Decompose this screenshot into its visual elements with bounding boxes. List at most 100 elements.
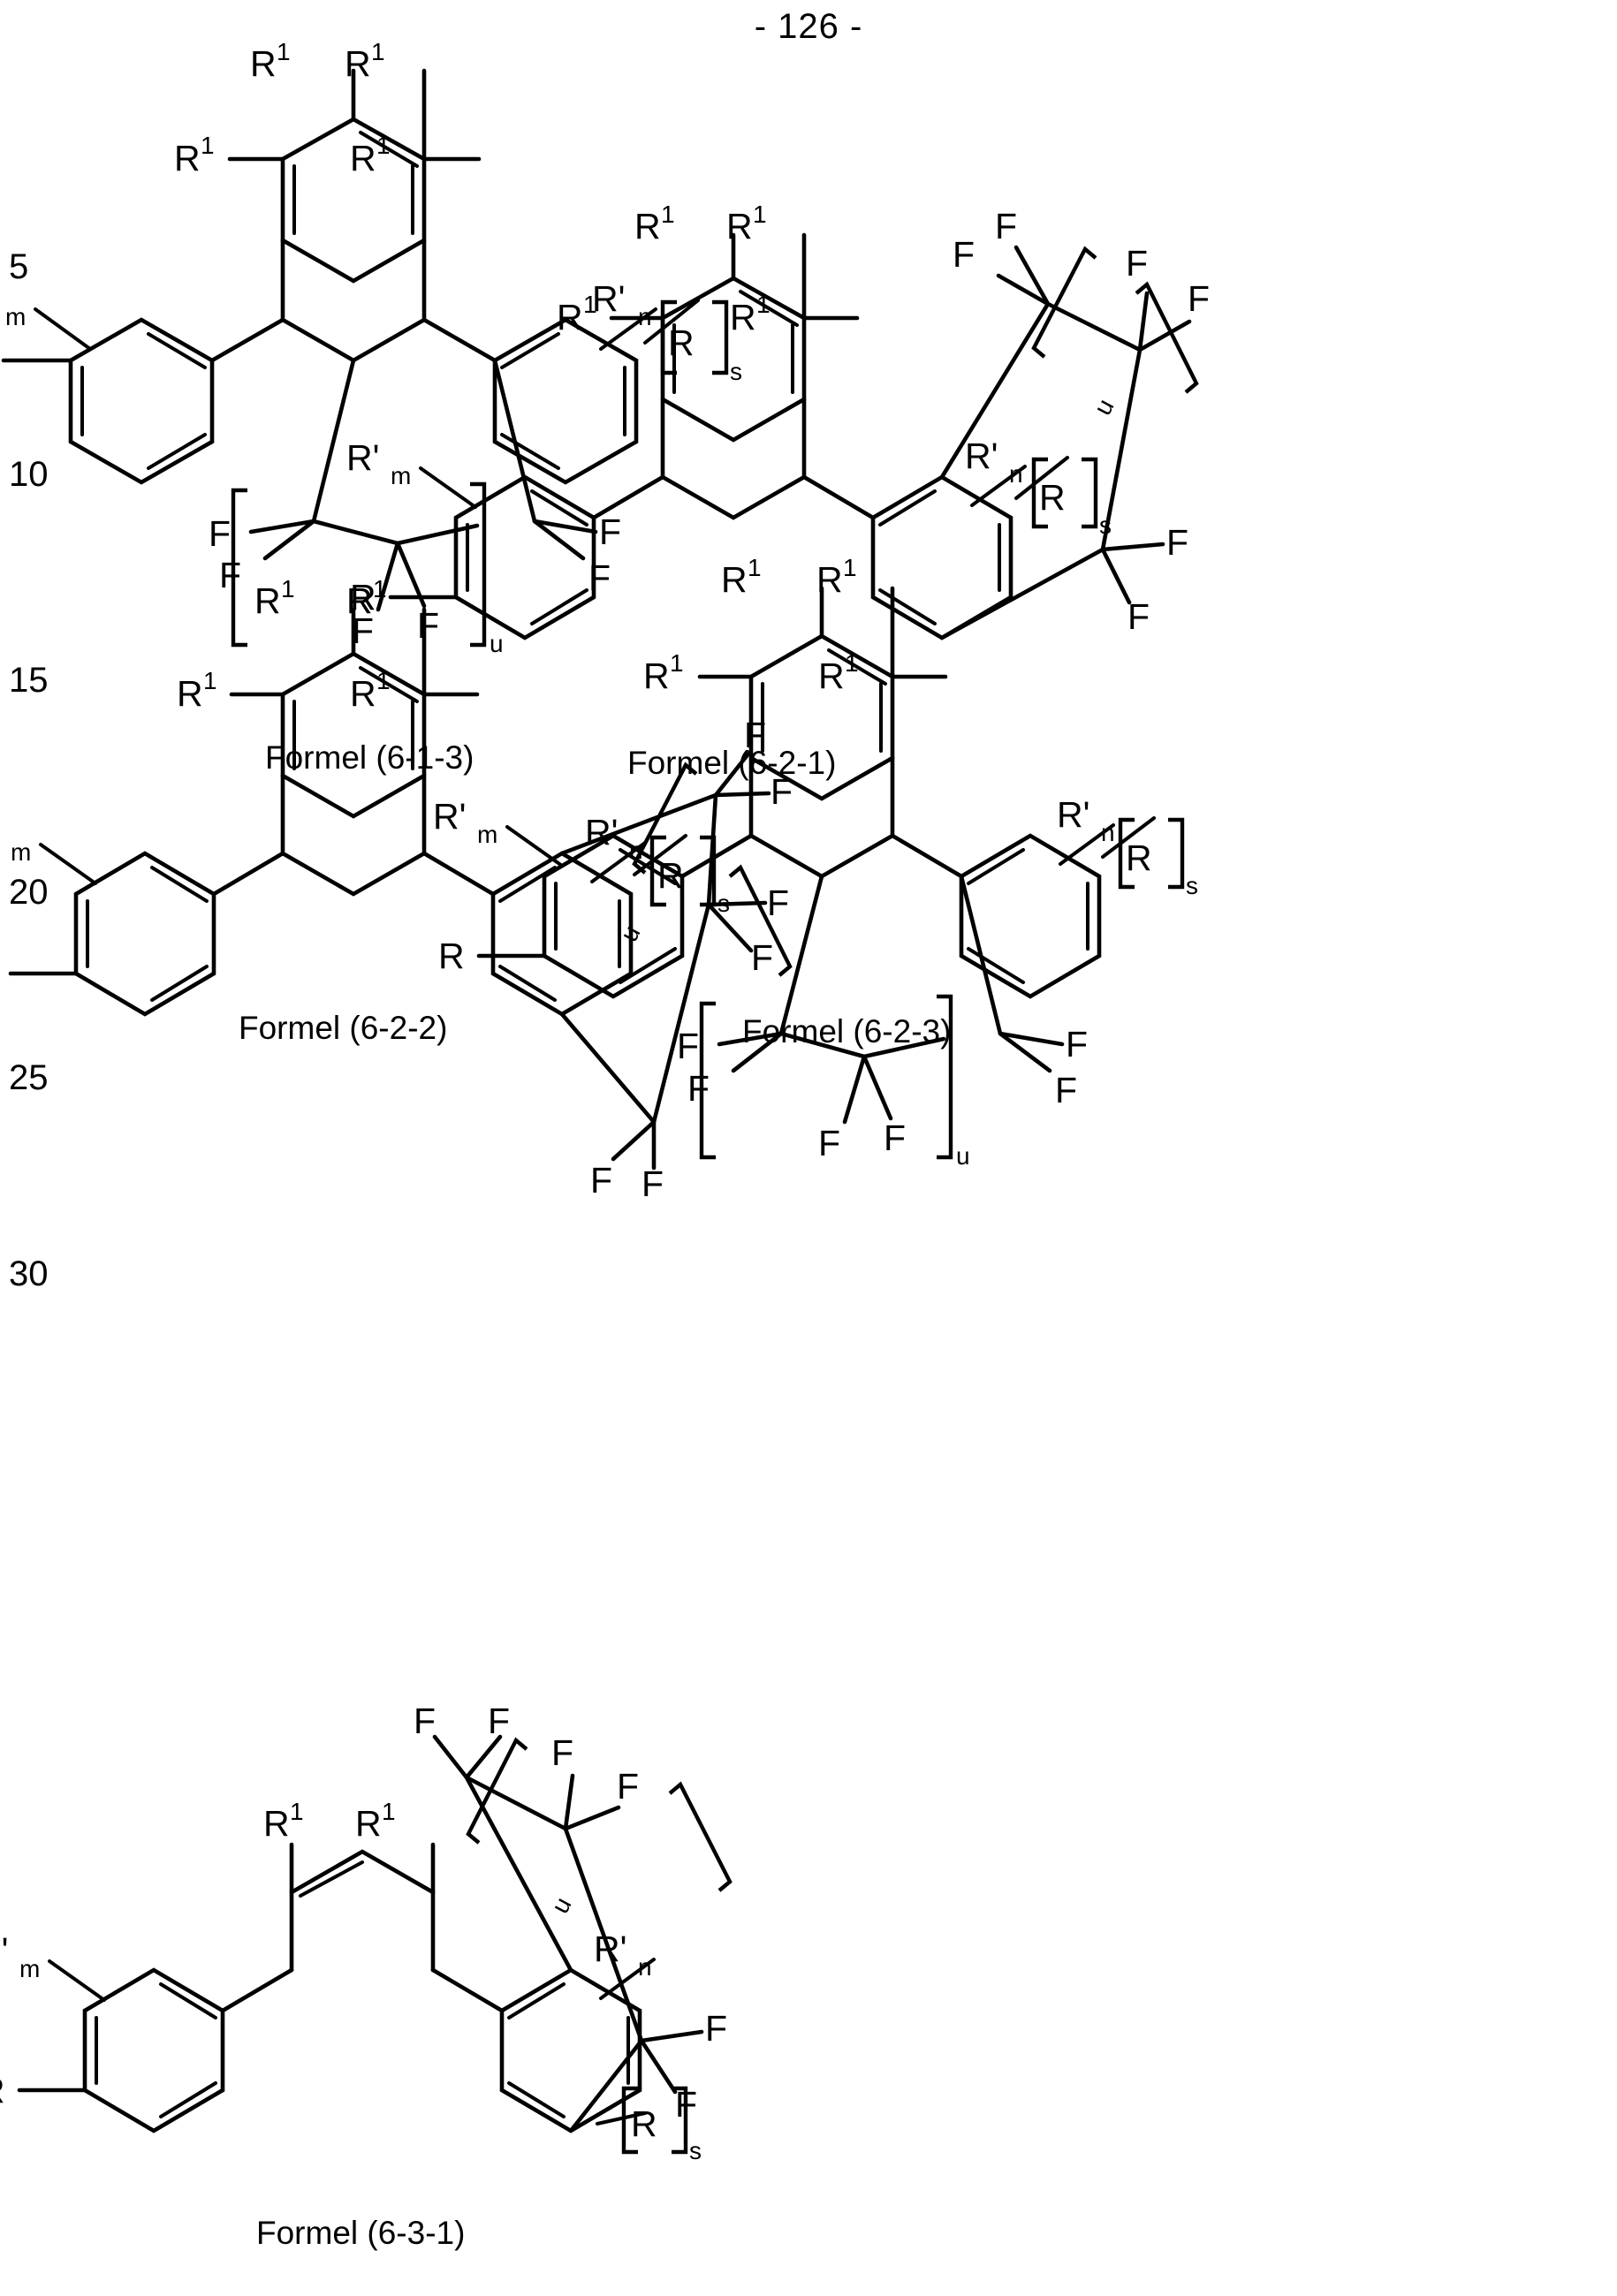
f-left-upper: F bbox=[677, 1026, 699, 1066]
r1-top-right-label: R bbox=[345, 43, 371, 84]
caption-formel-6-2-2: Formel (6-2-2) bbox=[239, 1010, 447, 1046]
f-e: F bbox=[705, 2008, 727, 2049]
structure-formel-6-1-3: R 1 R 1 R 1 R 1 R' m R R' n bbox=[1, 38, 769, 822]
r1-top-right-label: R bbox=[816, 559, 843, 600]
r1-top-left-label: R bbox=[634, 206, 661, 246]
r1-mid-left-sup: 1 bbox=[583, 291, 597, 318]
bracket-r-label: R bbox=[1039, 477, 1066, 518]
structure-formel-6-3-1: R 1 R 1 R' m R R' n R s F F bbox=[0, 1701, 857, 2279]
f-e: F bbox=[590, 1160, 612, 1201]
r1-mid-right: R 1 bbox=[818, 649, 948, 696]
right-aromatic-ring: R' n bbox=[492, 278, 657, 485]
rprime-m-sub: m bbox=[11, 838, 31, 866]
bracket-r-s: R s bbox=[1014, 456, 1112, 539]
rprime-m-sub: m bbox=[19, 1955, 40, 1982]
r1-mid-left: R 1 bbox=[643, 649, 754, 696]
r1-mid-right-label: R bbox=[350, 673, 376, 714]
chain-linkers bbox=[311, 358, 537, 524]
r1-mid-left-sup: 1 bbox=[203, 667, 217, 694]
r1-mid-right-sup: 1 bbox=[756, 291, 771, 318]
fluorocarbon-chain: F F F F F F u bbox=[939, 206, 1210, 640]
bracket-r-sub: s bbox=[689, 2137, 702, 2164]
f-c: F bbox=[1126, 243, 1148, 284]
central-ring bbox=[591, 397, 876, 520]
rprime-n-label: R' bbox=[1057, 794, 1089, 835]
bracket-r-label: R bbox=[631, 2103, 657, 2144]
chain-sub-u: u bbox=[546, 1893, 577, 1918]
r1-mid-right-label: R bbox=[350, 138, 376, 178]
f-b: F bbox=[953, 234, 975, 275]
caption-formel-6-3-1: Formel (6-3-1) bbox=[256, 2215, 465, 2251]
r1-mid-right-label: R bbox=[730, 297, 756, 337]
caption-formel-6-1-3: Formel (6-1-3) bbox=[265, 739, 474, 776]
r1-mid-right-label: R bbox=[818, 655, 845, 696]
rprime-m-sub: m bbox=[477, 821, 497, 848]
r1-mid-right: R 1 bbox=[350, 132, 482, 178]
r1-top-left-sup: 1 bbox=[748, 554, 762, 581]
rprime-m-sub: m bbox=[391, 462, 411, 489]
r1-top-left-sup: 1 bbox=[661, 201, 675, 228]
f-b: F bbox=[488, 1701, 510, 1741]
r1-top-right: R 1 bbox=[355, 1798, 436, 1895]
line-number-30: 30 bbox=[9, 1254, 49, 1293]
r1-mid-left: R 1 bbox=[174, 132, 285, 178]
line-number-15: 15 bbox=[9, 661, 49, 700]
line-number-5: 5 bbox=[9, 247, 29, 286]
r1-mid-left-label: R bbox=[177, 673, 203, 714]
f-left-upper: F bbox=[209, 513, 231, 554]
f-f: F bbox=[675, 2084, 697, 2125]
rprime-n-label: R' bbox=[965, 436, 998, 476]
f-right-upper: F bbox=[599, 511, 621, 552]
r1-top-left-sup: 1 bbox=[290, 1798, 304, 1825]
r1-mid-left-label: R bbox=[174, 138, 201, 178]
fluorocarbon-chain: F F F F F F u bbox=[414, 1701, 733, 2133]
bracket-r-s: R s bbox=[1101, 816, 1198, 899]
caption-formel-6-2-3: Formel (6-2-3) bbox=[742, 1013, 951, 1049]
f-f: F bbox=[1127, 596, 1150, 637]
f-d: F bbox=[617, 1766, 639, 1807]
r1-top-right-sup: 1 bbox=[371, 38, 385, 65]
r1-mid-right: R 1 bbox=[350, 667, 480, 714]
right-aromatic-ring: R' n bbox=[499, 1928, 656, 2133]
r1-mid-right-sup: 1 bbox=[845, 649, 859, 677]
bracket-r-sub: s bbox=[730, 358, 742, 385]
r1-top-right-label: R bbox=[346, 580, 373, 621]
r1-top-left-label: R bbox=[721, 559, 748, 600]
r1-mid-left-sup: 1 bbox=[201, 132, 215, 159]
line-number-25: 25 bbox=[9, 1058, 49, 1097]
fluorocarbon-chain: F F F F F F u bbox=[209, 481, 621, 657]
r1-top-left-label: R bbox=[254, 580, 281, 621]
r1-top-right: R 1 bbox=[345, 38, 427, 162]
r1-top-right: R 1 bbox=[816, 554, 895, 679]
chain-sub-u: u bbox=[490, 630, 504, 657]
left-aromatic-ring: R' m R bbox=[0, 1930, 225, 2133]
rprime-m-label: R' bbox=[433, 796, 466, 837]
r1-mid-left-sup: 1 bbox=[670, 649, 684, 677]
left-aromatic-ring: R' m R bbox=[1, 303, 215, 485]
right-aromatic-ring: R' n bbox=[959, 794, 1115, 999]
r1-mid-left-label: R bbox=[557, 297, 583, 337]
central-ring bbox=[209, 238, 497, 363]
bracket-r-label: R bbox=[1126, 837, 1152, 878]
central-ring bbox=[220, 1849, 505, 2013]
r1-top-left-sup: 1 bbox=[281, 575, 295, 602]
r1-top-left-label: R bbox=[263, 1803, 290, 1844]
chain-sub-u: u bbox=[1089, 395, 1120, 420]
f-d: F bbox=[751, 937, 773, 978]
structure-formel-6-2-3: R 1 R 1 R 1 R 1 R' m R R' n bbox=[433, 554, 1290, 1237]
r1-top-right: R 1 bbox=[726, 201, 807, 321]
r1-top-right-label: R bbox=[355, 1803, 382, 1844]
f-right-upper: F bbox=[1066, 1024, 1088, 1065]
line-number-10: 10 bbox=[9, 455, 49, 494]
f-a: F bbox=[414, 1701, 436, 1741]
r-left-label: R bbox=[0, 2070, 5, 2110]
r1-top-left-label: R bbox=[250, 43, 277, 84]
r1-top-right-label: R bbox=[726, 206, 753, 246]
r-left-label: R bbox=[438, 936, 465, 976]
f-right-lower: F bbox=[1055, 1070, 1077, 1110]
f-chain-left: F bbox=[818, 1123, 840, 1163]
fluorocarbon-chain: F F F F F F u bbox=[677, 994, 1088, 1170]
page-header: - 126 - bbox=[754, 7, 863, 46]
r1-mid-left: R 1 bbox=[557, 291, 665, 337]
r1-mid-right-sup: 1 bbox=[376, 132, 391, 159]
